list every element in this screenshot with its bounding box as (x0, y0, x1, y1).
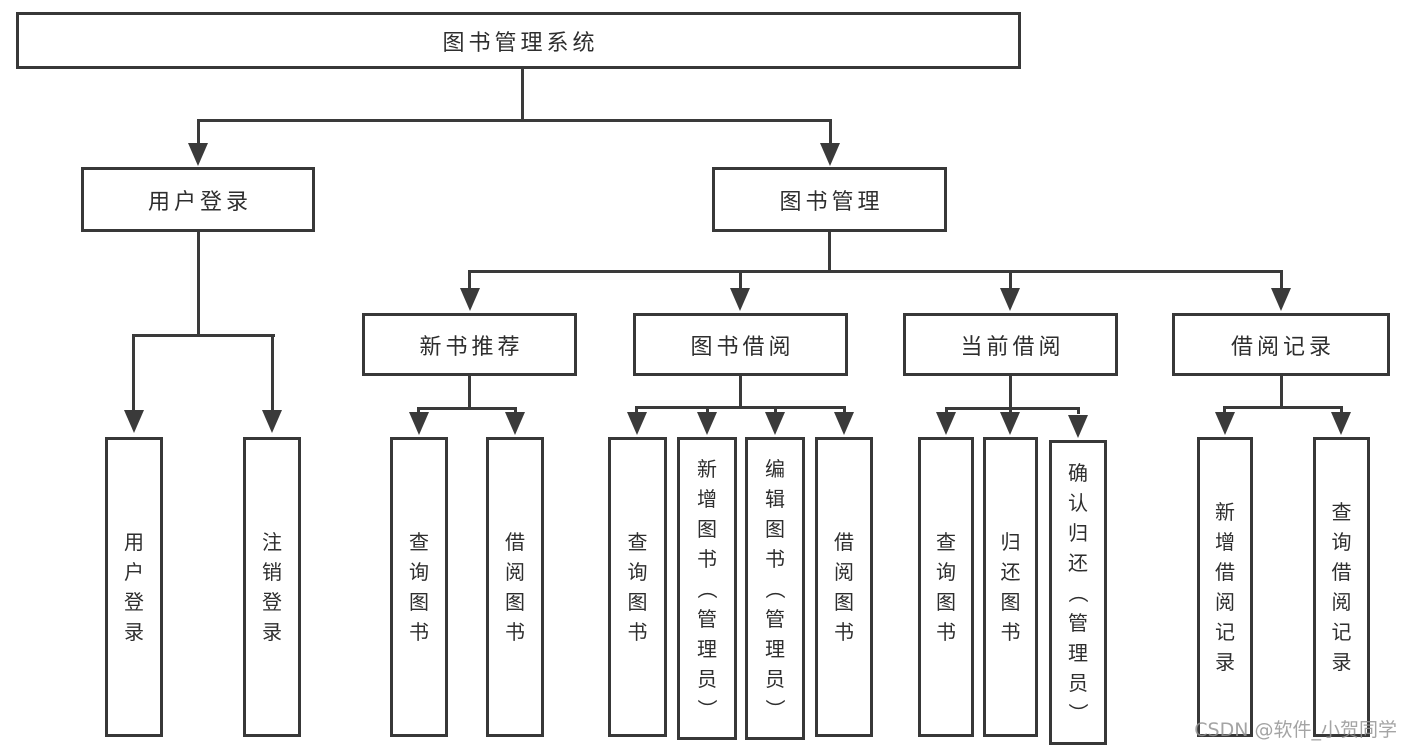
arrow-down-icon (1000, 412, 1020, 435)
leaf-add-books-admin: 新增图书（管理员） (677, 437, 737, 740)
connector-line (197, 119, 200, 147)
leaf-query-books-recommend: 查询图书 (390, 437, 448, 737)
arrow-down-icon (834, 412, 854, 435)
connector-line (706, 406, 709, 414)
node-label: 图书管理系统 (442, 30, 599, 56)
arrow-down-icon (936, 412, 956, 435)
connector-line (829, 119, 832, 147)
connector-line (1223, 406, 1226, 414)
connector-line (197, 119, 832, 122)
connector-line (132, 334, 135, 412)
leaf-add-borrow-record: 新增借阅记录 (1197, 437, 1253, 737)
connector-line (774, 406, 777, 414)
node-label: 当前借阅 (960, 334, 1065, 360)
connector-line (828, 232, 831, 273)
node-new-book-recommendation: 新书推荐 (362, 313, 577, 376)
connector-line (1009, 376, 1012, 410)
leaf-return-books: 归还图书 (983, 437, 1038, 737)
watermark: CSDN @软件_小贺同学 (1194, 719, 1397, 741)
leaf-user-login: 用户登录 (105, 437, 163, 737)
connector-line (1340, 406, 1343, 414)
leaf-query-books-current: 查询图书 (918, 437, 974, 737)
connector-line (468, 270, 471, 290)
arrow-down-icon (1068, 415, 1088, 438)
connector-line (132, 334, 275, 337)
connector-line (417, 407, 420, 414)
node-root: 图书管理系统 (16, 12, 1021, 69)
leaf-borrow-books-recommend: 借阅图书 (486, 437, 544, 737)
connector-line (417, 407, 517, 410)
connector-line (468, 270, 1283, 273)
connector-line (468, 376, 471, 410)
arrow-down-icon (820, 143, 840, 166)
connector-line (1009, 407, 1012, 414)
connector-line (197, 232, 200, 337)
node-current-borrowing: 当前借阅 (903, 313, 1118, 376)
node-label: 图书管理 (779, 189, 884, 215)
connector-line (635, 406, 846, 409)
arrow-down-icon (1000, 288, 1020, 311)
connector-line (1009, 270, 1012, 290)
arrow-down-icon (697, 412, 717, 435)
connector-line (635, 406, 638, 414)
node-label: 新书推荐 (419, 334, 524, 360)
node-book-borrowing: 图书借阅 (633, 313, 848, 376)
node-label: 图书借阅 (690, 334, 795, 360)
arrow-down-icon (765, 412, 785, 435)
arrow-down-icon (505, 412, 525, 435)
connector-line (1223, 406, 1343, 409)
connector-line (739, 376, 742, 409)
connector-line (521, 69, 524, 122)
arrow-down-icon (188, 143, 208, 166)
connector-line (271, 334, 274, 412)
connector-line (739, 270, 742, 290)
connector-line (945, 407, 1080, 410)
connector-line (945, 407, 948, 414)
leaf-query-borrow-record: 查询借阅记录 (1313, 437, 1370, 737)
node-user-login: 用户登录 (81, 167, 315, 232)
connector-line (514, 407, 517, 414)
arrow-down-icon (1271, 288, 1291, 311)
leaf-logout-login: 注销登录 (243, 437, 301, 737)
arrow-down-icon (124, 410, 144, 433)
leaf-edit-books-admin: 编辑图书（管理员） (745, 437, 805, 740)
node-borrowing-records: 借阅记录 (1172, 313, 1390, 376)
node-book-management: 图书管理 (712, 167, 947, 232)
arrow-down-icon (627, 412, 647, 435)
connector-line (1280, 376, 1283, 409)
arrow-down-icon (409, 412, 429, 435)
connector-line (1280, 270, 1283, 290)
leaf-borrow-books: 借阅图书 (815, 437, 873, 737)
node-label: 借阅记录 (1230, 334, 1335, 360)
arrow-down-icon (1331, 412, 1351, 435)
arrow-down-icon (262, 410, 282, 433)
arrow-down-icon (1215, 412, 1235, 435)
arrow-down-icon (730, 288, 750, 311)
connector-line (843, 406, 846, 414)
leaf-confirm-return-admin: 确认归还（管理员） (1049, 440, 1107, 745)
leaf-query-books-borrow: 查询图书 (608, 437, 667, 737)
connector-line (1077, 407, 1080, 414)
arrow-down-icon (460, 288, 480, 311)
node-label: 用户登录 (147, 189, 252, 215)
